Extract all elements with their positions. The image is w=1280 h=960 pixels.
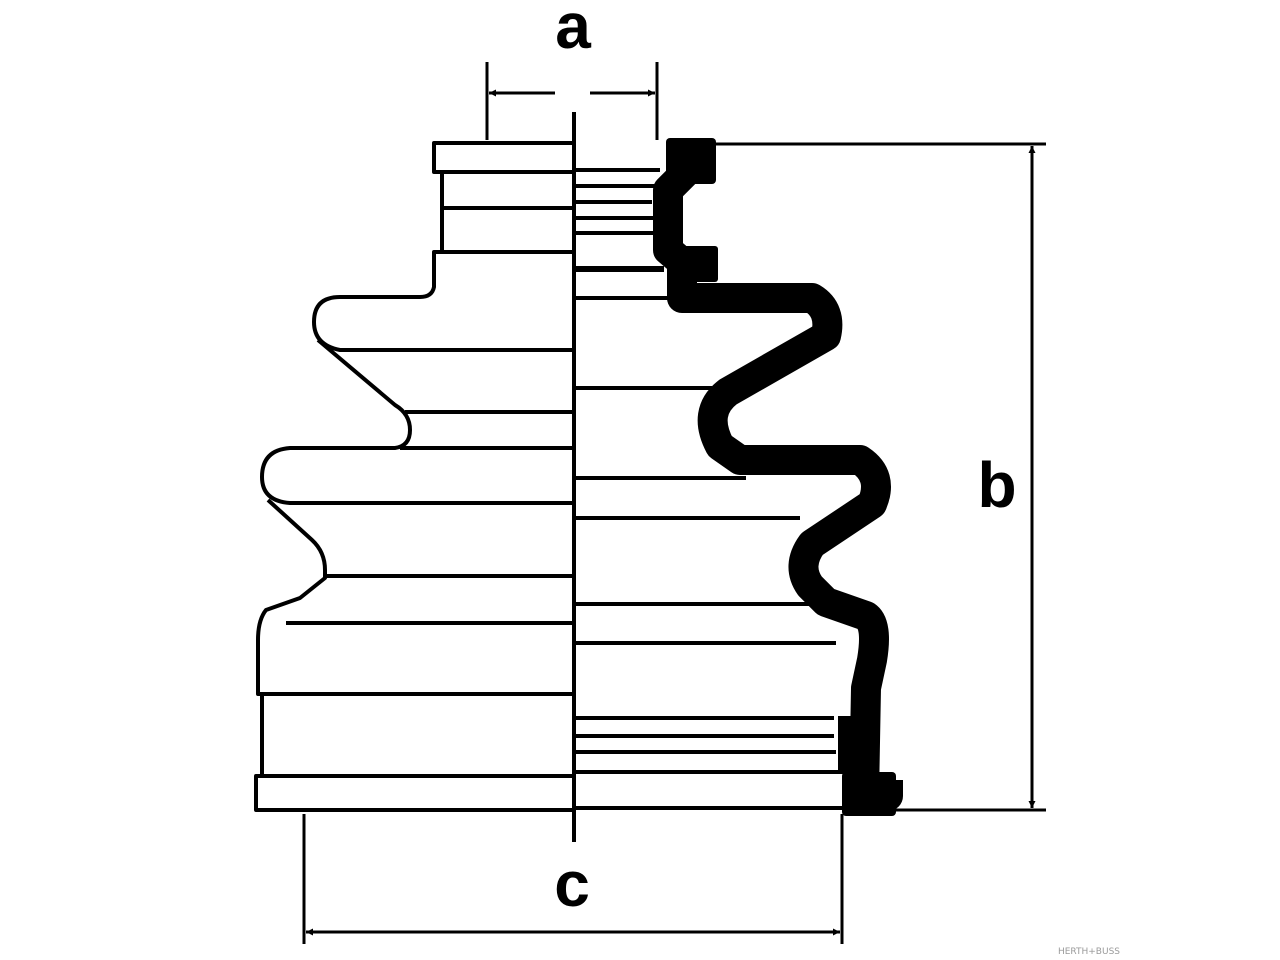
dimension-b-label: b (977, 449, 1016, 521)
top-lip (670, 246, 718, 282)
lower-housing (260, 692, 576, 778)
dimension-a-label: a (555, 0, 591, 62)
bottom-bead (842, 772, 896, 816)
boot-outline-left-half (254, 141, 576, 812)
dimension-c (302, 814, 844, 944)
dimension-a (485, 62, 659, 140)
top-shoulder (312, 250, 574, 352)
bottom-collar-rim (254, 774, 576, 812)
boot-section-right-half (574, 168, 842, 810)
top-bead (666, 138, 716, 184)
section-wall-profile (653, 152, 903, 811)
top-collar-neck (440, 170, 576, 254)
first-fold (260, 338, 574, 505)
second-fold (256, 498, 574, 696)
brand-watermark: HERTH+BUSS (1058, 947, 1120, 957)
top-collar-rim (432, 141, 576, 174)
lower-lip (838, 716, 860, 774)
dimension-b (716, 142, 1046, 812)
dimension-c-label: c (554, 848, 590, 920)
